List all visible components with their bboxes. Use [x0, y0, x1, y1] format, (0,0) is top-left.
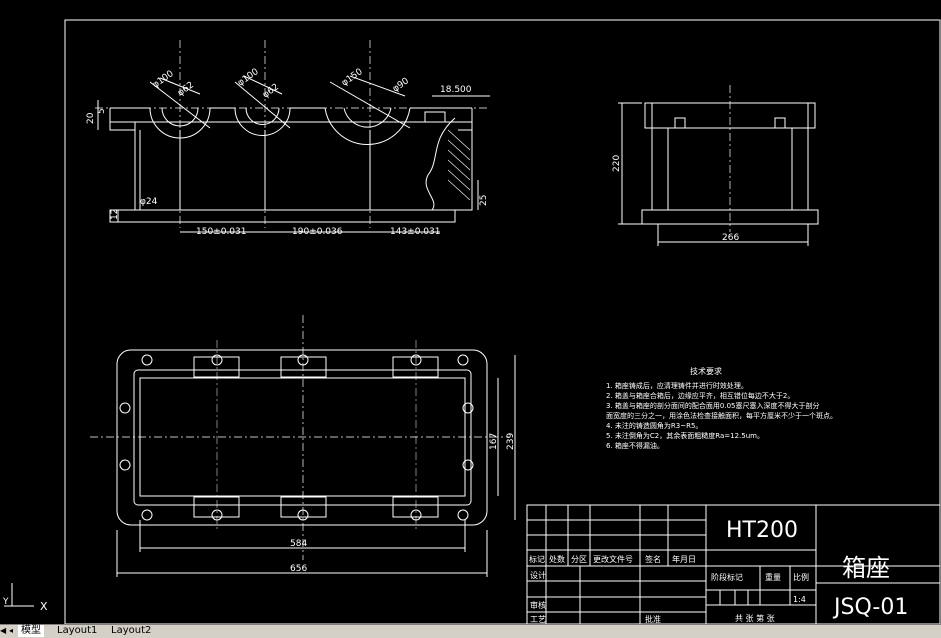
- tab-layout2[interactable]: Layout2: [111, 625, 152, 636]
- row-craft: 工艺: [530, 615, 546, 624]
- dim-d100b: φ100: [236, 67, 261, 89]
- dim-25: 25: [479, 195, 489, 206]
- dim-d24: φ24: [140, 197, 158, 207]
- drawing-svg[interactable]: φ100 φ62 φ100 φ62 φ150 φ90 18.500 20 5 1…: [0, 0, 941, 624]
- note-line-1: 1. 箱座铸成后，应清理铸件并进行时效处理。: [606, 381, 748, 390]
- scale-value: 1:4: [793, 595, 806, 604]
- dim-20: 20: [86, 112, 96, 124]
- title-block: [526, 504, 941, 624]
- col-sign: 签名: [645, 554, 661, 564]
- note-line-4: 面宽度的三分之一，用涂色法检查接触面积，每平方厘米不少于一个斑点。: [606, 411, 837, 420]
- col-mark: 标记: [529, 554, 545, 564]
- dim-18500: 18.500: [440, 85, 472, 95]
- dim-167: 167: [489, 433, 499, 450]
- dim-5: 5: [97, 108, 107, 114]
- dim-190tol: 190±0.036: [292, 227, 343, 237]
- dim-12: 12: [110, 209, 120, 220]
- dim-266: 266: [722, 233, 739, 243]
- approve-label: 批准: [645, 614, 661, 624]
- col-zone: 分区: [571, 555, 587, 564]
- note-line-2: 2. 箱盖与箱座合箱后，边缘应平齐，相互错位每边不大于2。: [606, 391, 794, 400]
- dim-d100: φ100: [151, 69, 176, 91]
- scale-label: 比例: [793, 572, 809, 582]
- material-text: HT200: [726, 518, 798, 543]
- dim-d90: φ90: [391, 76, 411, 94]
- note-line-7: 6. 箱座不得漏油。: [606, 441, 664, 450]
- notes-title: 技术要求: [690, 366, 722, 376]
- part-name: 箱座: [842, 554, 890, 582]
- plan-view: [90, 315, 516, 577]
- layout-tab-bar: ◀ ◂ 模型 Layout1 Layout2: [0, 624, 941, 638]
- col-qty: 处数: [549, 554, 565, 564]
- side-view: [618, 85, 819, 246]
- dim-239: 239: [506, 433, 516, 450]
- sheets-label: 共 张 第 张: [735, 613, 775, 623]
- dim-d150: φ150: [340, 67, 365, 89]
- dim-150tol: 150±0.031: [196, 227, 246, 237]
- stage-label: 阶段标记: [711, 572, 743, 582]
- dim-d62a: φ62: [176, 80, 196, 98]
- ucs-y-label: Y: [2, 597, 9, 607]
- dim-584: 584: [290, 539, 307, 549]
- ucs-x-label: X: [40, 600, 48, 613]
- part-code: JSQ-01: [832, 595, 908, 620]
- col-doc: 更改文件号: [593, 554, 633, 564]
- tab-nav-first-icon[interactable]: ◀: [0, 626, 7, 635]
- row-design: 设计: [530, 570, 546, 580]
- technical-notes: 技术要求 1. 箱座铸成后，应清理铸件并进行时效处理。 2. 箱盖与箱座合箱后，…: [606, 366, 837, 450]
- tab-model[interactable]: 模型: [18, 625, 44, 637]
- tab-layout1[interactable]: Layout1: [57, 625, 98, 636]
- row-review: 审核: [530, 600, 546, 610]
- tab-nav-prev-icon[interactable]: ◂: [9, 626, 14, 635]
- dim-656: 656: [290, 564, 307, 574]
- note-line-6: 5. 未注倒角为C2，其余表面粗糙度Ra=12.5um。: [606, 431, 764, 440]
- col-date: 年月日: [672, 554, 696, 564]
- ucs-icon: [4, 583, 34, 607]
- note-line-3: 3. 箱盖与箱座的剖分面间的配合面用0.05塞尺塞入深度不得大于剖分: [606, 401, 820, 410]
- drawing-border: [64, 19, 941, 624]
- dim-220: 220: [612, 155, 622, 172]
- weight-label: 重量: [765, 572, 781, 582]
- front-view: [95, 40, 490, 233]
- dim-143tol: 143±0.031: [390, 227, 440, 237]
- note-line-5: 4. 未注的铸造圆角为R3~R5。: [606, 421, 702, 430]
- drawing-canvas[interactable]: φ100 φ62 φ100 φ62 φ150 φ90 18.500 20 5 1…: [0, 0, 941, 624]
